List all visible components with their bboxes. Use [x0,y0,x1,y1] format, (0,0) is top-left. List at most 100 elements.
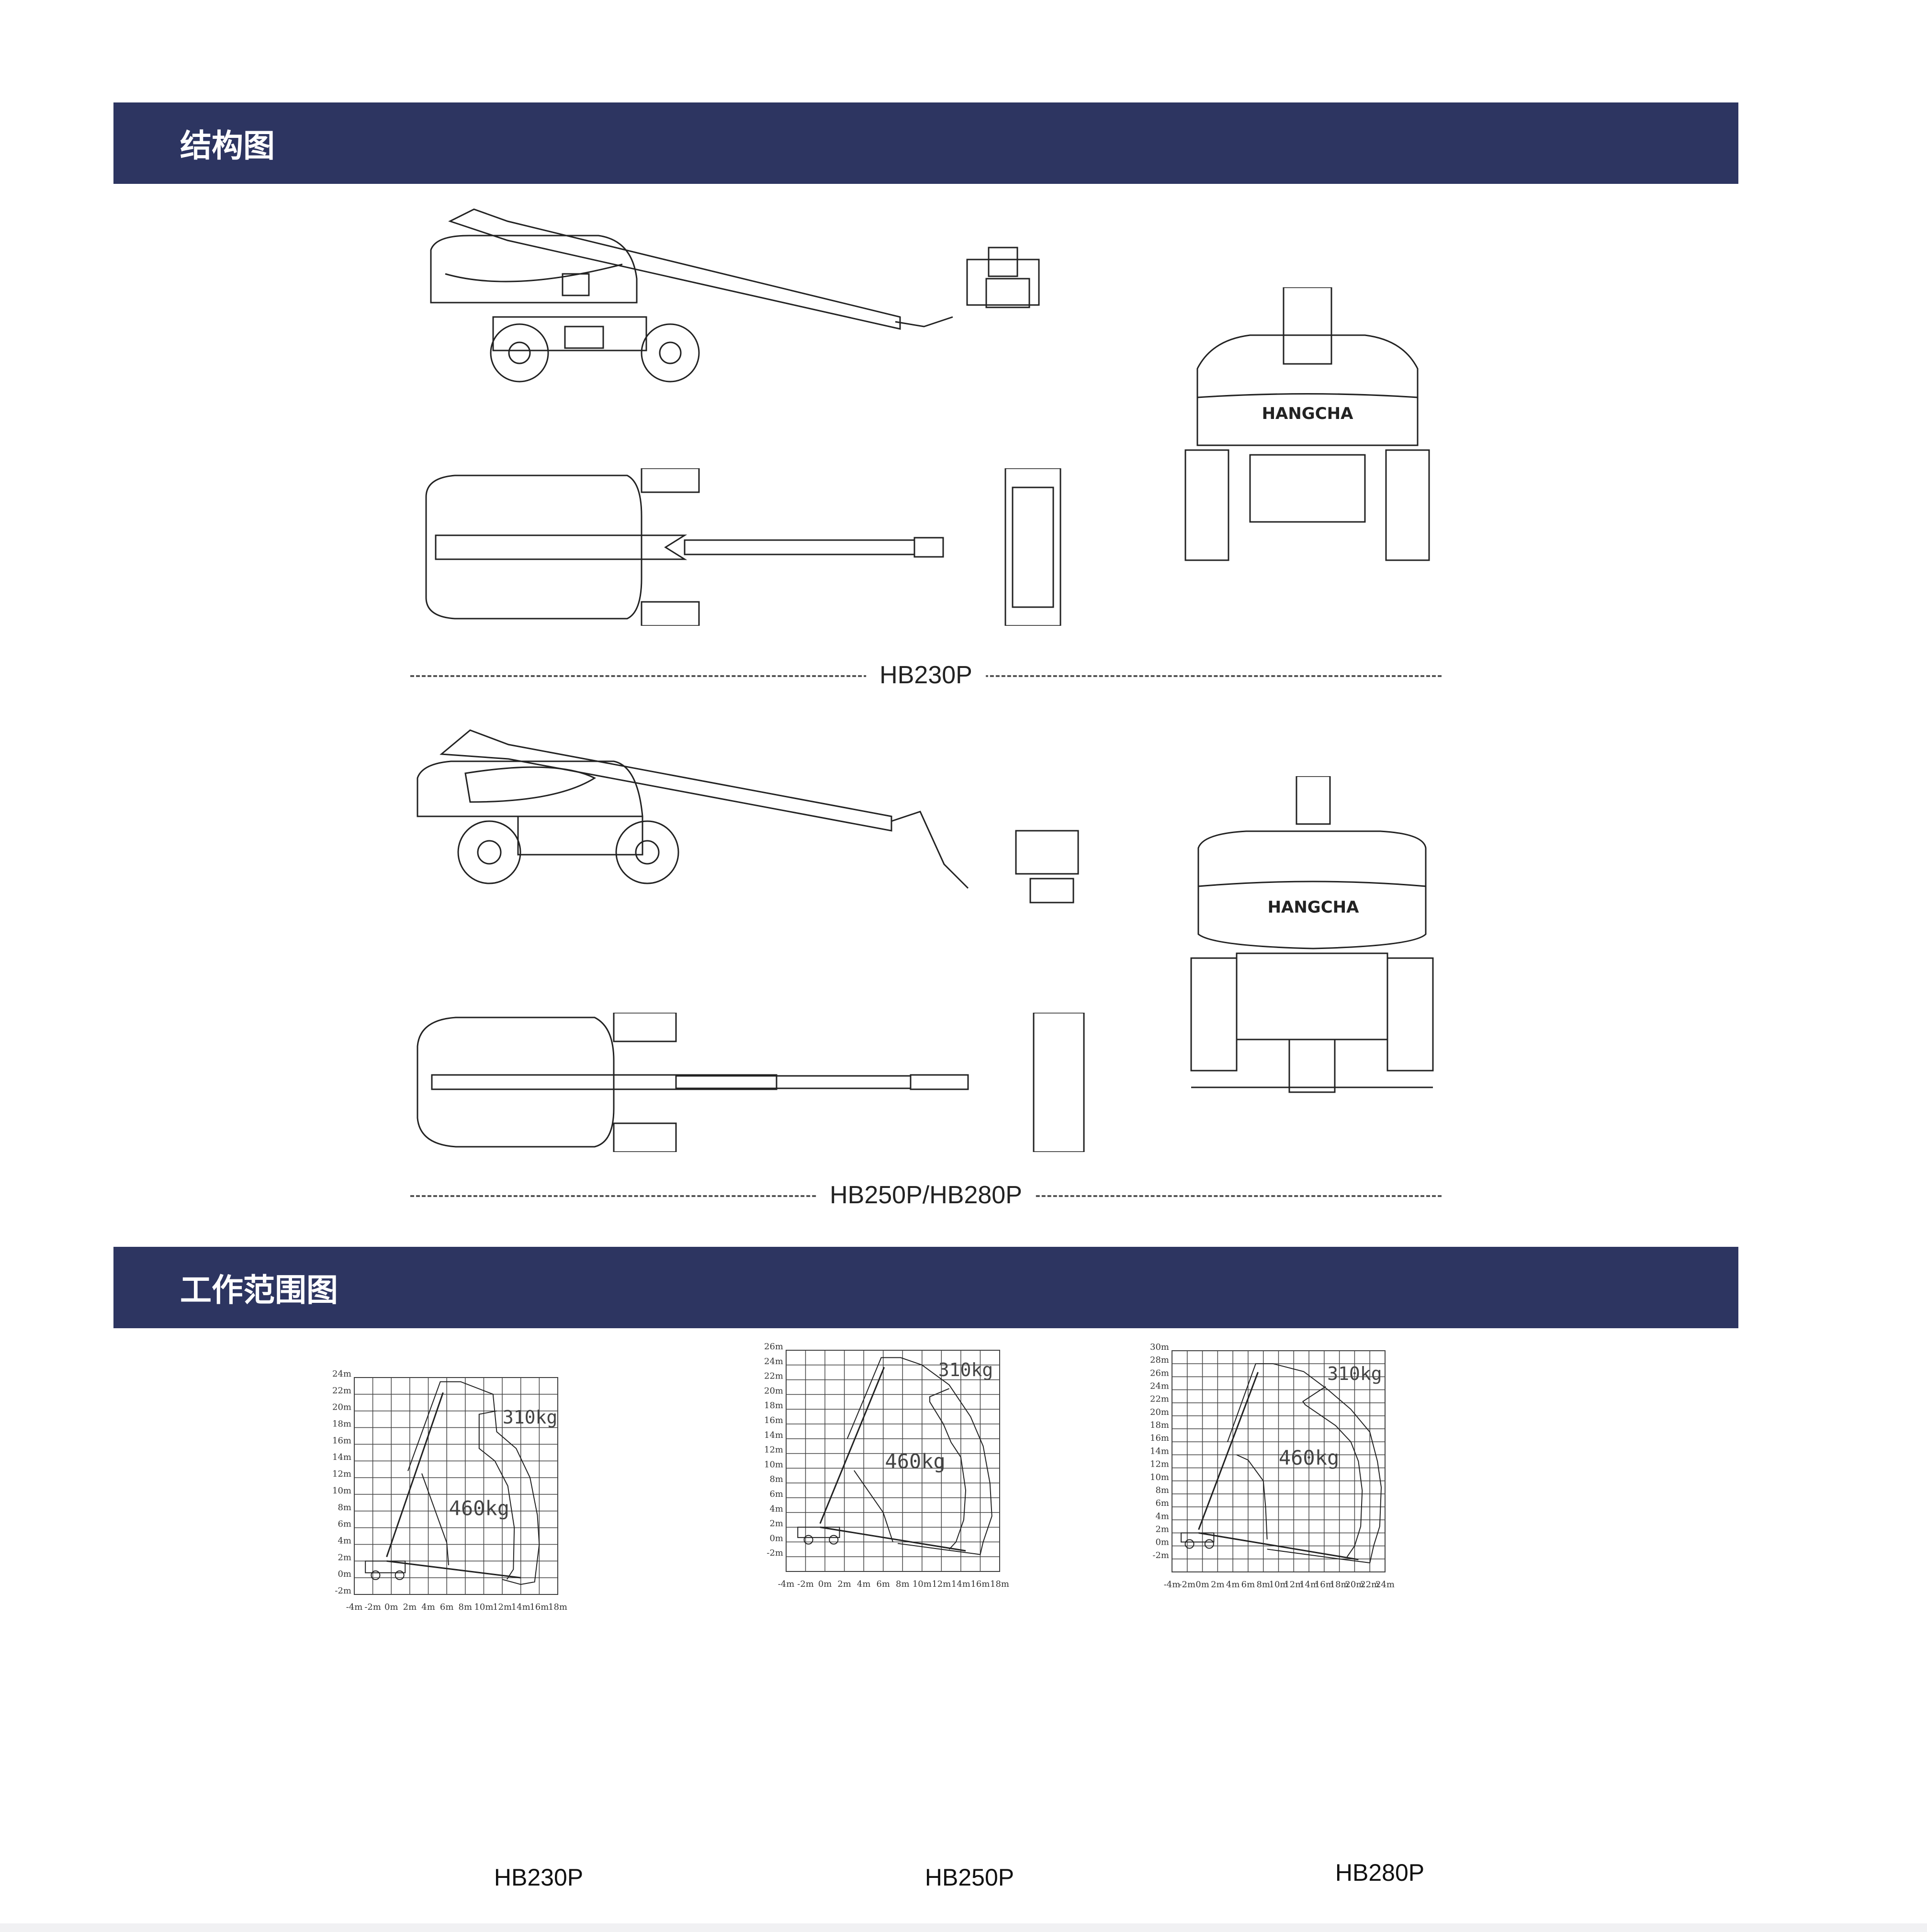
hb250p-front-view: HANGCHA [1190,776,1434,1093]
model-label: HB230P [866,661,986,689]
x-tick-label: 8m [459,1602,473,1612]
boom-raised [819,1367,885,1524]
outer-envelope-310kg [846,1357,992,1555]
y-tick-label: 8m [338,1503,351,1513]
x-tick-label: 12m [493,1602,512,1612]
load-label-460kg: 460kg [1279,1446,1339,1469]
machine-base [365,1560,406,1573]
load-label-460kg: 460kg [885,1449,945,1473]
y-tick-label: 24m [332,1369,351,1379]
brand-logo: HANGCHA [1268,898,1360,917]
y-tick-label: 22m [1150,1394,1169,1404]
y-tick-label: 24m [1150,1381,1169,1391]
x-tick-label: 16m [530,1602,549,1612]
hb250p-side-view [417,729,1079,904]
x-tick-label: 22m [1360,1580,1379,1590]
y-tick-label: -2m [766,1548,783,1558]
envelope-460kg-boundary [1302,1386,1363,1558]
y-tick-label: 0m [1155,1537,1169,1548]
y-tick-label: 0m [338,1569,351,1579]
model-label: HB250P/HB280P [816,1181,1036,1209]
y-tick-label: 24m [764,1356,783,1367]
x-tick-label: 0m [384,1602,398,1612]
x-tick-label: 14m [511,1602,530,1612]
x-tick-label: 16m [1315,1580,1334,1590]
y-tick-label: 20m [332,1402,351,1412]
boom-raised [386,1392,444,1558]
y-tick-label: 2m [769,1519,783,1529]
x-tick-label: 2m [1211,1580,1225,1590]
y-tick-label: 28m [1150,1355,1169,1365]
x-tick-label: -4m [346,1602,363,1612]
machine-base [797,1526,840,1538]
x-tick-label: 12m [932,1579,951,1589]
y-tick-label: 0m [769,1533,783,1543]
x-tick-label: 20m [1345,1580,1364,1590]
y-tick-label: 2m [338,1552,351,1562]
y-tick-label: 12m [332,1469,351,1479]
boom-raised [1198,1372,1259,1530]
y-tick-label: 8m [769,1474,783,1484]
y-tick-label: 30m [1150,1342,1169,1352]
x-tick-label: 2m [403,1602,417,1612]
machine-wheel [803,1535,813,1545]
y-tick-label: 4m [1155,1511,1169,1521]
y-tick-label: 12m [764,1445,783,1455]
x-tick-label: -4m [1164,1580,1181,1590]
footer-strip [0,1923,1927,1932]
machine-wheel [371,1570,381,1580]
chart-model-label: HB250P [924,1864,1014,1891]
x-tick-label: 10m [474,1602,493,1612]
boom-horizontal [1198,1532,1359,1560]
brand-logo: HANGCHA [1262,404,1354,423]
y-tick-label: 20m [764,1386,783,1396]
y-tick-label: 18m [764,1401,783,1411]
x-tick-label: 12m [1284,1580,1303,1590]
y-tick-label: 6m [769,1489,783,1499]
outer-envelope-310kg [407,1381,540,1585]
model-separator-hb230p: HB230P [410,661,1442,689]
y-tick-label: 14m [764,1430,783,1440]
y-tick-label: 22m [764,1371,783,1381]
x-tick-label: 6m [440,1602,454,1612]
y-tick-label: 4m [338,1536,351,1546]
load-label-310kg: 310kg [938,1359,993,1380]
envelope-460kg-boundary [929,1388,967,1550]
machine-wheel [829,1535,839,1545]
y-tick-label: 14m [332,1452,351,1462]
y-tick-label: 12m [1150,1459,1169,1469]
x-tick-label: 24m [1375,1580,1395,1590]
hb230p-side-view [430,208,1040,383]
section-title: 结构图 [180,127,275,164]
x-tick-label: 6m [1241,1580,1255,1590]
y-tick-label: 26m [1150,1368,1169,1378]
x-tick-label: 0m [1195,1580,1209,1590]
y-tick-label: 10m [332,1486,351,1496]
envelope-460kg-boundary [478,1410,515,1580]
inner-envelope [854,1470,893,1542]
outer-envelope-310kg [1227,1363,1382,1564]
boom-horizontal [820,1526,966,1552]
inner-envelope [421,1473,450,1566]
y-tick-label: -2m [335,1586,351,1596]
x-tick-label: 16m [970,1579,990,1589]
x-tick-label: 8m [896,1579,910,1589]
y-tick-label: 10m [1150,1472,1169,1482]
hb230p-top-view [425,468,1061,626]
x-tick-label: -2m [1179,1580,1195,1590]
boom-horizontal [386,1560,521,1579]
x-tick-label: 0m [818,1579,832,1589]
x-tick-label: 8m [1256,1580,1270,1590]
machine-base [1181,1532,1215,1543]
y-tick-label: 18m [1150,1420,1169,1430]
y-tick-label: 2m [1155,1524,1169,1534]
y-tick-label: 14m [1150,1446,1169,1456]
y-tick-label: 6m [1155,1498,1169,1508]
x-tick-label: 10m [1269,1580,1288,1590]
x-tick-label: 18m [1330,1580,1349,1590]
section-header-structure: 结构图 [113,102,1738,184]
load-label-310kg: 310kg [1327,1363,1382,1384]
y-tick-label: 6m [338,1519,351,1529]
